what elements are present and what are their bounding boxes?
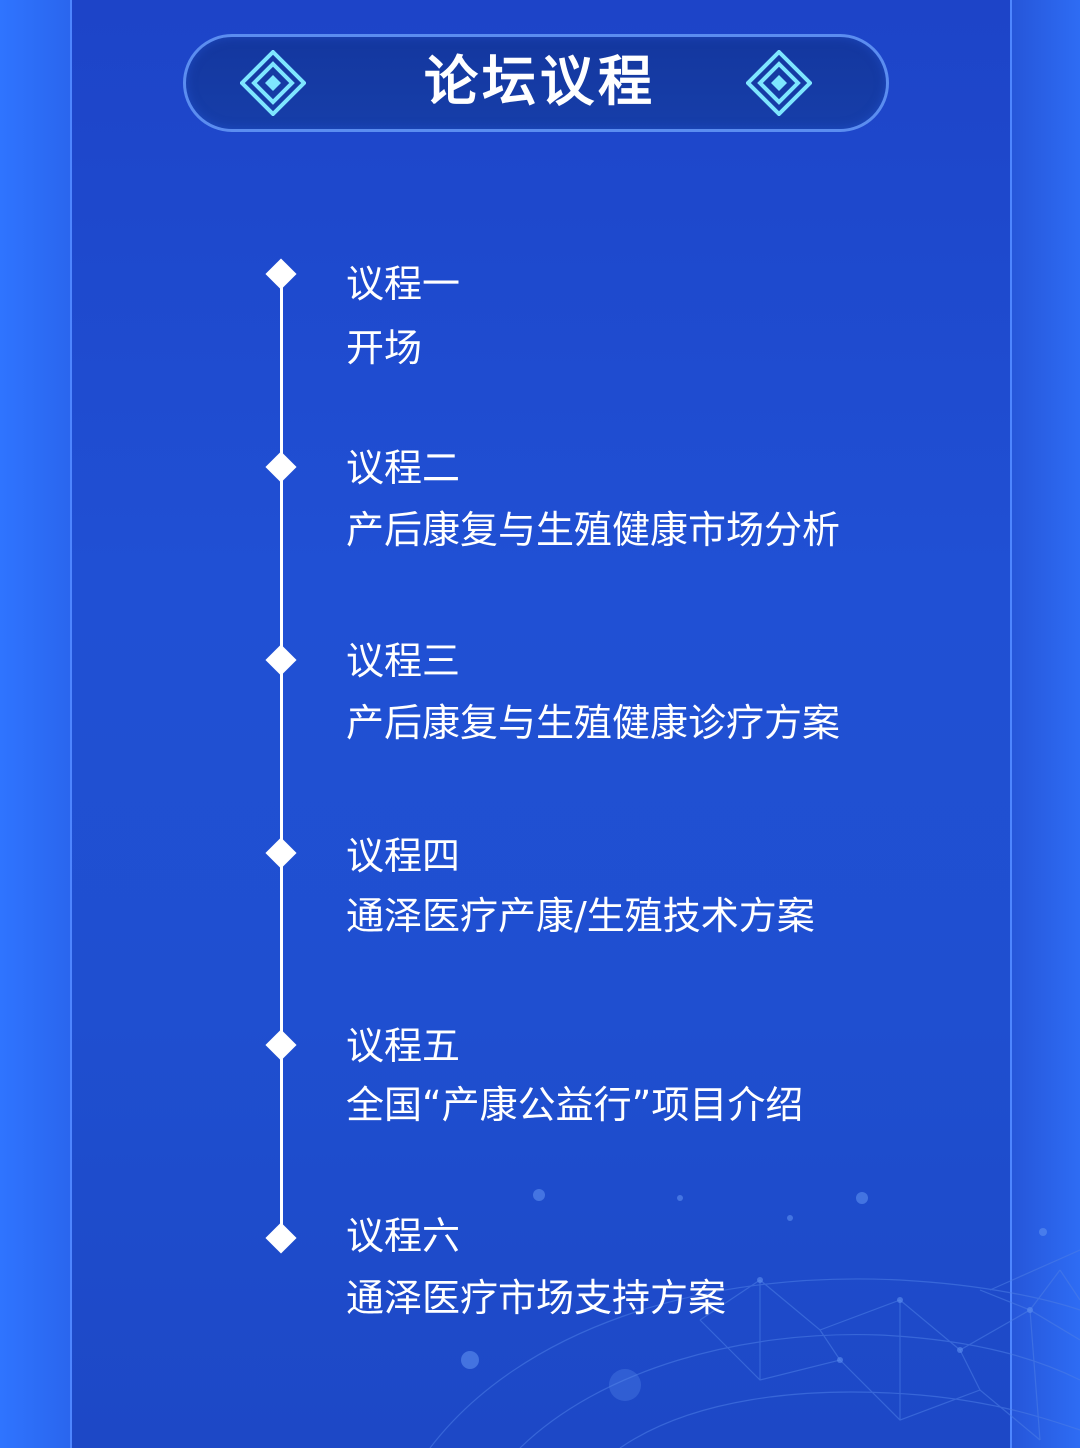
- page-title: 论坛议程: [424, 50, 656, 113]
- agenda-desc-5: 全国“产康公益行”项目介绍: [346, 1083, 804, 1127]
- diamond-ornament-icon: [746, 50, 812, 116]
- agenda-desc-2: 产后康复与生殖健康市场分析: [346, 508, 841, 552]
- agenda-label-4: 议程四: [346, 834, 461, 878]
- agenda-desc-1: 开场: [346, 326, 423, 370]
- agenda-desc-4: 通泽医疗产康/生殖技术方案: [346, 894, 815, 938]
- agenda-desc-6: 通泽医疗市场支持方案: [346, 1276, 727, 1320]
- right-background-strip: [1012, 0, 1080, 1448]
- agenda-label-5: 议程五: [346, 1024, 461, 1068]
- agenda-panel: [70, 0, 1012, 1448]
- agenda-desc-3: 产后康复与生殖健康诊疗方案: [346, 701, 841, 745]
- agenda-label-1: 议程一: [346, 262, 461, 306]
- agenda-label-3: 议程三: [346, 639, 461, 683]
- agenda-label-6: 议程六: [346, 1214, 461, 1258]
- diamond-ornament-icon: [240, 50, 306, 116]
- left-background-strip: [0, 0, 70, 1448]
- timeline-line: [280, 272, 283, 1240]
- agenda-label-2: 议程二: [346, 446, 461, 490]
